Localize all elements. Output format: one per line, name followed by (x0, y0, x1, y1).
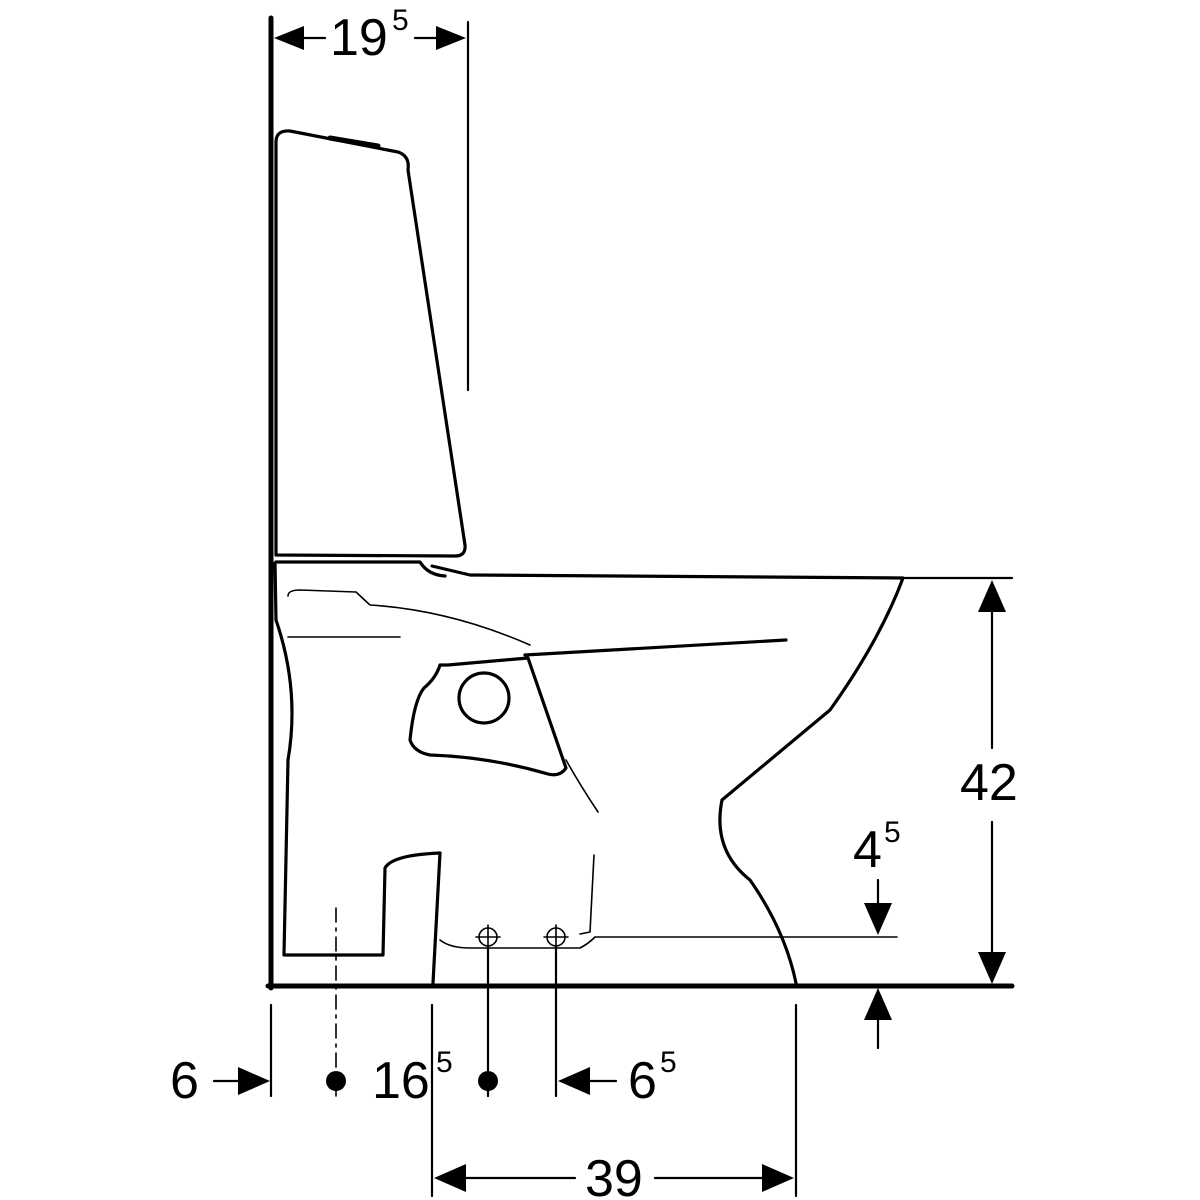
fixing-offset-arrow (558, 1067, 590, 1095)
tank-depth-arrow-right (436, 26, 466, 50)
outlet-level-line (439, 936, 898, 949)
water-inlet-circle (457, 671, 511, 725)
outlet-height-label-sup: 5 (884, 816, 901, 849)
inner-rim-line (287, 589, 531, 646)
foot-inner-line (579, 854, 595, 935)
fixing-offset-label: 6 (628, 1052, 657, 1110)
tank-depth-label-sup: 5 (392, 4, 409, 37)
rim-channel-line (523, 638, 788, 657)
height-label: 42 (960, 754, 1018, 812)
wall-offset-arrow (238, 1067, 270, 1095)
fixing-point-left (475, 924, 501, 950)
trap-line (565, 759, 599, 813)
tank-depth-label: 19 (330, 9, 388, 67)
wall-offset-label: 6 (170, 1052, 199, 1110)
height-arrow-bottom (978, 952, 1006, 984)
outlet-height-label: 4 (853, 821, 882, 879)
fixing-spacing-label: 16 (372, 1052, 430, 1110)
fixing-spacing-label-sup: 5 (436, 1046, 453, 1079)
inlet-cavity (408, 656, 568, 777)
cistern-outline (274, 129, 467, 558)
height-arrow-top (978, 580, 1006, 612)
fixing-offset-label-sup: 5 (660, 1046, 677, 1079)
foot-length-arrow-right (762, 1164, 794, 1192)
outlet-height-arrow-bottom (864, 988, 892, 1020)
center-dot-outlet (326, 1071, 346, 1091)
bowl-top-edge (274, 560, 447, 578)
fixing-point-right (543, 924, 569, 950)
tank-depth-arrow-left (274, 26, 304, 50)
center-dot-fixing (478, 1071, 498, 1091)
foot-length-arrow-left (434, 1164, 466, 1192)
bowl-outline (273, 561, 905, 985)
cistern-lid-top (327, 135, 381, 149)
outlet-height-arrow-top (864, 903, 892, 935)
foot-length-label: 39 (585, 1150, 643, 1200)
